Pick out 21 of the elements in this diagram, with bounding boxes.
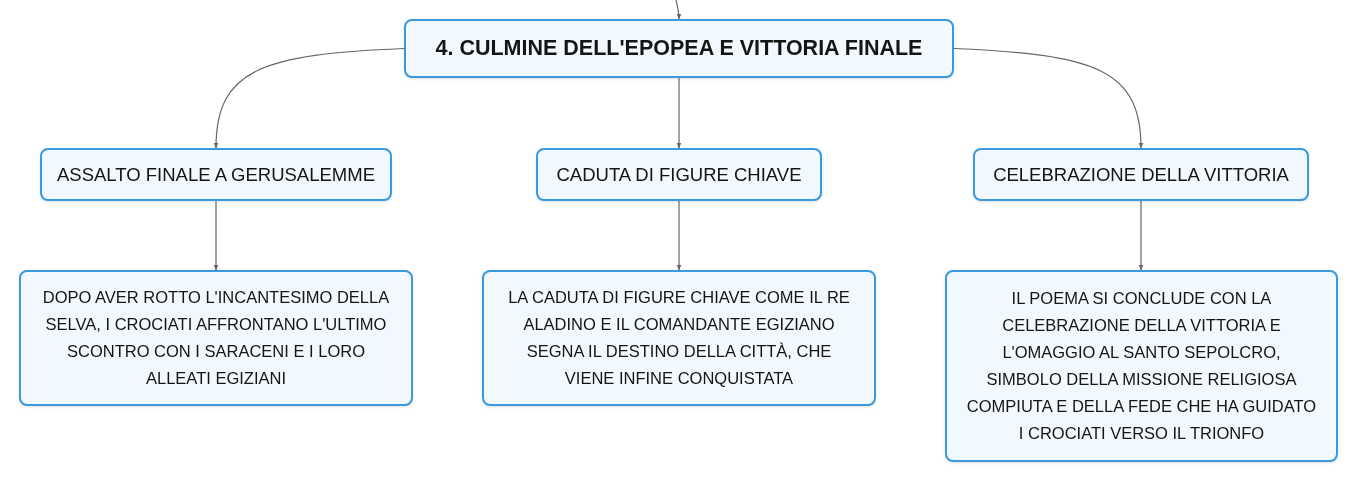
subtopic-title: CELEBRAZIONE DELLA VITTORIA xyxy=(993,163,1289,186)
connector-arrow xyxy=(213,200,219,271)
connector-arrow xyxy=(1138,200,1144,271)
subtopic-title: CADUTA DI FIGURE CHIAVE xyxy=(556,163,802,186)
subtopic-title: ASSALTO FINALE A GERUSALEMME xyxy=(56,163,375,186)
main-topic-title: 4. CULMINE DELL'EPOPEA E VITTORIA FINALE xyxy=(435,36,923,61)
connector-arrow xyxy=(953,47,1144,149)
description-text: IL POEMA SI CONCLUDE CON LA CELEBRAZIONE DELLA VITTORIA E L'OMAGGIO AL SANTO SEPOLCRO, SIMBOLO DELLA MISSIONE RELIGIOSA COMPIUTA E DELLA FEDE CHE HA GUIDATO I CROCIATI VERSO IL TRIONFO xyxy=(965,288,1318,444)
description-text: LA CADUTA DI FIGURE CHIAVE COME IL RE ALADINO E IL COMANDANTE EGIZIANO SEGNA IL DESTINO DELLA CITTÀ, CHE VIENE INFINE CONQUISTATA xyxy=(507,287,851,389)
subtopic-box xyxy=(536,148,822,201)
description-box xyxy=(945,270,1338,462)
main-topic-box xyxy=(404,19,954,78)
description-text: DOPO AVER ROTTO L'INCANTESIMO DELLA SELVA, I CROCIATI AFFRONTANO L'ULTIMO SCONTRO CON I SARACENI E I LORO ALLEATI EGIZIANI xyxy=(41,287,391,389)
connector-arrow xyxy=(213,47,405,149)
connector-arrow xyxy=(676,200,682,271)
connector-arrow xyxy=(675,0,682,20)
description-box xyxy=(482,270,876,406)
description-box xyxy=(19,270,413,406)
subtopic-box xyxy=(40,148,392,201)
subtopic-box xyxy=(973,148,1309,201)
connector-arrow xyxy=(676,77,682,149)
